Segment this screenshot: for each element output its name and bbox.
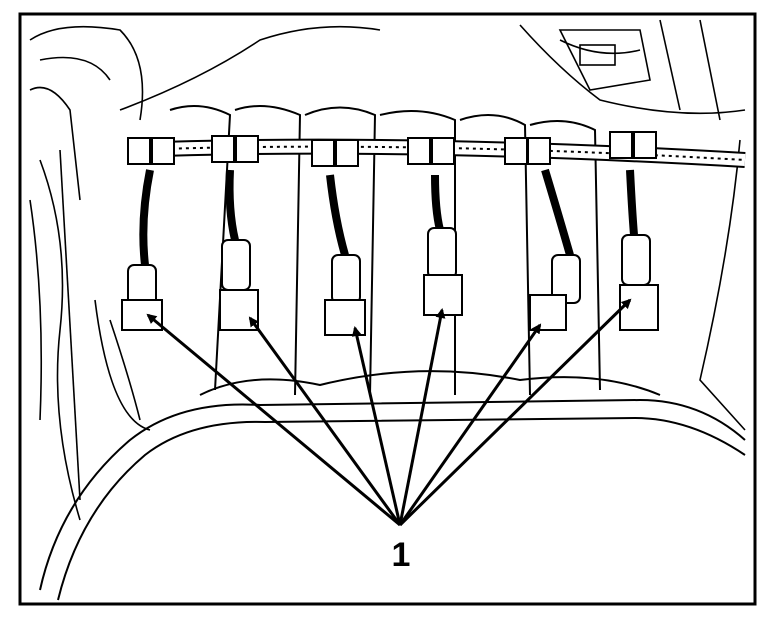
arrow-6: [398, 298, 632, 527]
connector-1: [121, 169, 163, 331]
callout-label: 1: [391, 536, 411, 574]
arrow-4: [398, 308, 446, 526]
arrow-2: [248, 316, 402, 526]
connector-3: [324, 174, 366, 336]
plenum-cover: [39, 398, 746, 601]
wiring-harness: [127, 131, 746, 168]
connector-5: [529, 168, 581, 331]
arrow-5: [398, 323, 542, 526]
arrow-3: [351, 326, 402, 526]
arrow-1: [146, 313, 401, 527]
callout-arrows: [146, 298, 632, 527]
injector-connectors: [121, 168, 659, 336]
intake-runners: [169, 105, 661, 396]
engine-background: [29, 19, 746, 521]
